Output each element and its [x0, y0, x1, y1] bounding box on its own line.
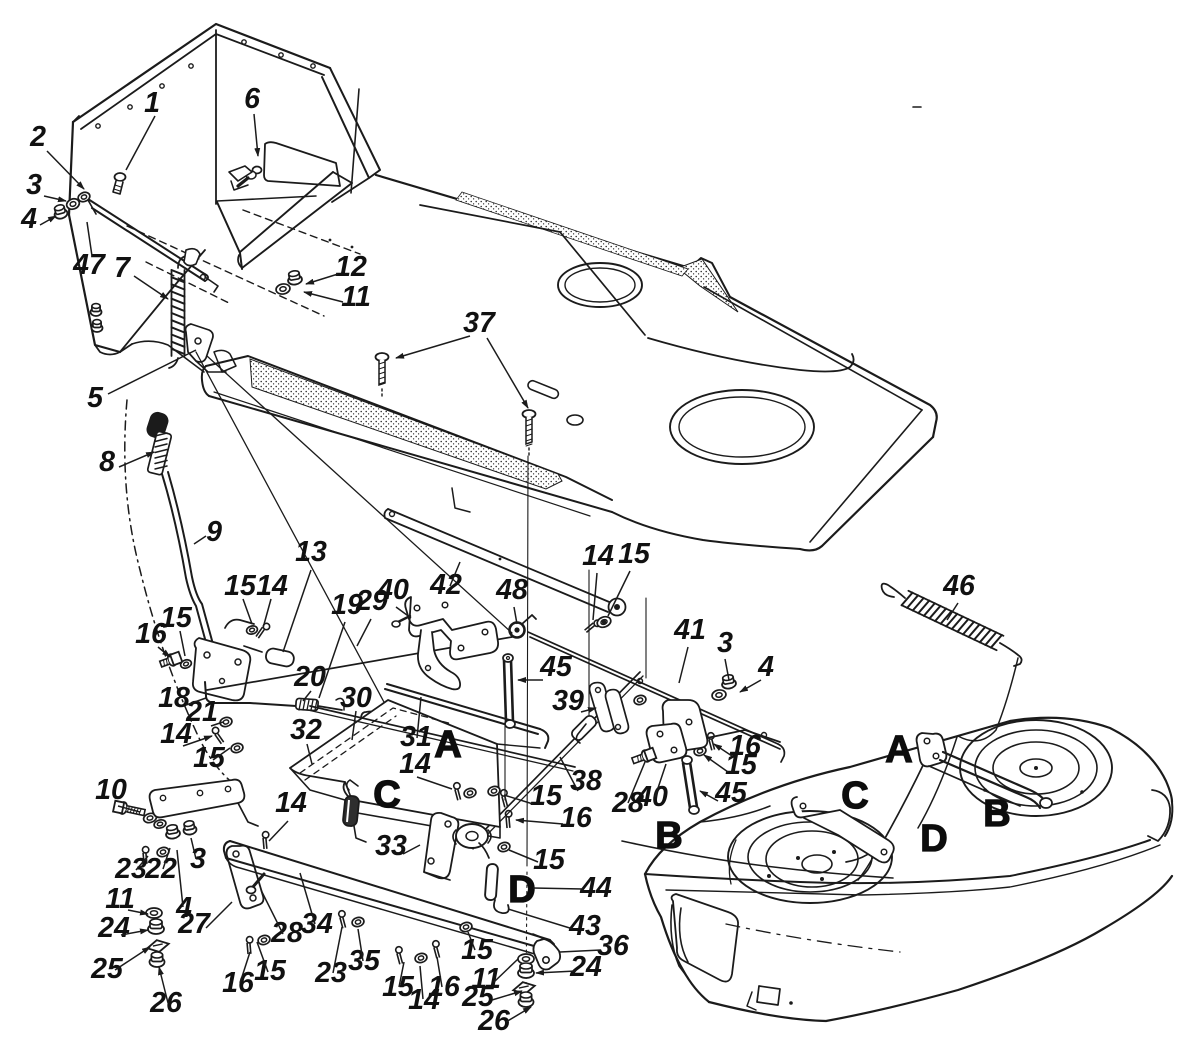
svg-text:38: 38 [570, 765, 602, 797]
svg-text:41: 41 [673, 614, 706, 646]
svg-text:45: 45 [714, 777, 748, 809]
svg-text:14: 14 [408, 984, 440, 1016]
svg-text:3: 3 [717, 627, 733, 659]
svg-text:20: 20 [293, 661, 326, 693]
svg-text:42: 42 [429, 569, 462, 601]
svg-text:6: 6 [244, 83, 260, 115]
svg-text:36: 36 [597, 930, 629, 962]
svg-text:A: A [434, 724, 461, 766]
svg-text:15: 15 [618, 538, 651, 570]
svg-text:28: 28 [270, 917, 303, 949]
svg-text:1: 1 [144, 87, 160, 119]
svg-text:4: 4 [175, 892, 192, 924]
svg-text:16: 16 [135, 618, 167, 650]
svg-text:27: 27 [177, 908, 211, 940]
svg-text:15: 15 [193, 742, 226, 774]
svg-text:2: 2 [29, 121, 46, 153]
svg-text:16: 16 [222, 967, 254, 999]
svg-text:22: 22 [144, 853, 177, 885]
svg-text:12: 12 [335, 251, 367, 283]
svg-text:32: 32 [290, 714, 322, 746]
svg-text:14: 14 [399, 748, 431, 780]
svg-text:14: 14 [582, 540, 614, 572]
svg-text:44: 44 [579, 872, 612, 904]
svg-text:16: 16 [428, 971, 460, 1003]
svg-text:34: 34 [301, 908, 333, 940]
svg-text:39: 39 [552, 685, 584, 717]
svg-text:5: 5 [87, 382, 104, 414]
svg-text:16: 16 [729, 730, 761, 762]
svg-text:15: 15 [224, 570, 257, 602]
svg-text:47: 47 [72, 249, 106, 281]
svg-text:A: A [885, 729, 912, 771]
svg-text:43: 43 [568, 910, 601, 942]
svg-text:18: 18 [158, 682, 190, 714]
svg-text:15: 15 [461, 934, 494, 966]
svg-text:15: 15 [530, 780, 563, 812]
svg-text:26: 26 [477, 1005, 510, 1037]
svg-text:28: 28 [611, 787, 644, 819]
svg-text:15: 15 [533, 844, 566, 876]
svg-text:45: 45 [539, 651, 573, 683]
svg-text:11: 11 [471, 963, 501, 995]
svg-text:C: C [841, 775, 868, 817]
svg-text:48: 48 [495, 574, 528, 606]
svg-text:23: 23 [314, 957, 347, 989]
svg-text:21: 21 [185, 696, 218, 728]
svg-text:7: 7 [114, 252, 131, 284]
svg-text:10: 10 [95, 774, 127, 806]
svg-text:29: 29 [355, 585, 388, 617]
svg-text:19: 19 [331, 589, 363, 621]
svg-text:9: 9 [206, 516, 222, 548]
svg-text:4: 4 [20, 203, 37, 235]
svg-text:33: 33 [375, 830, 407, 862]
svg-text:14: 14 [256, 570, 288, 602]
svg-text:24: 24 [569, 951, 602, 983]
svg-text:31: 31 [400, 721, 432, 753]
svg-text:40: 40 [635, 781, 668, 813]
svg-text:B: B [983, 793, 1010, 835]
svg-text:40: 40 [376, 574, 409, 606]
svg-text:25: 25 [90, 953, 124, 985]
svg-text:15: 15 [160, 602, 193, 634]
svg-text:3: 3 [26, 169, 42, 201]
svg-text:11: 11 [341, 281, 371, 313]
svg-text:15: 15 [382, 971, 415, 1003]
svg-text:15: 15 [254, 955, 287, 987]
svg-text:15: 15 [725, 749, 758, 781]
svg-text:16: 16 [560, 802, 592, 834]
svg-text:24: 24 [97, 912, 130, 944]
svg-text:35: 35 [348, 945, 381, 977]
svg-text:8: 8 [99, 446, 115, 478]
svg-text:D: D [508, 869, 535, 911]
svg-text:30: 30 [340, 682, 372, 714]
svg-text:25: 25 [461, 981, 495, 1013]
svg-text:13: 13 [295, 536, 327, 568]
svg-text:3: 3 [190, 843, 206, 875]
svg-text:46: 46 [942, 570, 975, 602]
svg-text:B: B [655, 815, 682, 857]
svg-text:23: 23 [114, 853, 147, 885]
svg-text:4: 4 [757, 651, 774, 683]
svg-text:37: 37 [463, 307, 496, 339]
svg-text:C: C [373, 774, 400, 816]
svg-text:14: 14 [275, 787, 307, 819]
svg-text:D: D [920, 818, 947, 860]
